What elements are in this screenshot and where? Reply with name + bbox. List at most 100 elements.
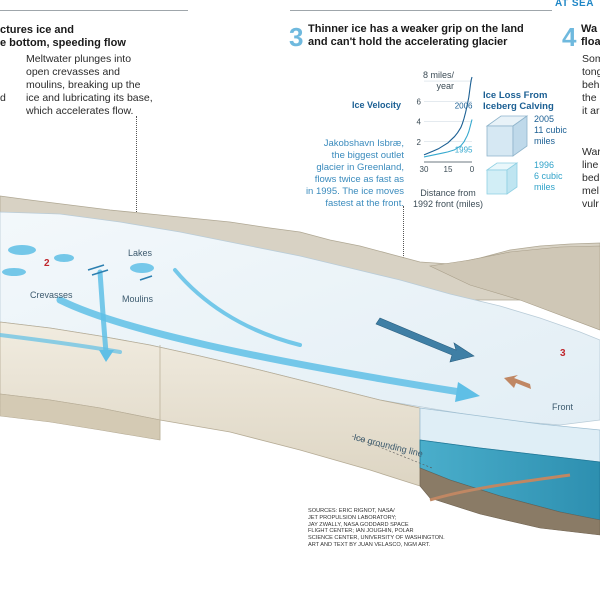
sources-line: Science Center, University of Washington… bbox=[308, 535, 445, 542]
panel4-fragment: War bbox=[582, 146, 600, 158]
velocity-chart: 2 4 6 30 15 0 2006 1995 bbox=[417, 76, 475, 174]
flow-arrowhead bbox=[455, 382, 480, 402]
chart-x-tick-label: 15 bbox=[444, 165, 453, 174]
panel2-body: Meltwater plunges into open crevasses an… bbox=[26, 53, 186, 118]
flow-arrow bbox=[97, 269, 109, 355]
panel2-headline: ctures ice and e bottom, speeding flow bbox=[0, 24, 200, 50]
lake bbox=[8, 245, 36, 255]
ice-loss-year: 2005 bbox=[534, 114, 555, 124]
flow-arrow bbox=[173, 268, 302, 347]
panel2-cut-fragment: d bbox=[0, 92, 6, 104]
panel3-body-line: fastest at the front. bbox=[325, 198, 404, 209]
panel3-headline-line2: and can't hold the accelerating glacier bbox=[308, 36, 508, 48]
ice-loss-title-line: Iceberg Calving bbox=[483, 101, 554, 112]
panel2-body-line: ice and lubricating its base, bbox=[26, 92, 153, 104]
label-moulins: Moulins bbox=[122, 294, 154, 304]
panel3-body-line: Jakobshavn Isbræ, bbox=[323, 138, 404, 149]
panel2-body-line: Meltwater plunges into bbox=[26, 53, 132, 65]
panel3-body-line: in 1995. The ice moves bbox=[305, 186, 404, 197]
chart-y-tick-label: 6 bbox=[417, 97, 422, 106]
chart-xlabel: Distance from 1992 front (miles) bbox=[408, 188, 488, 210]
marker-three: 3 bbox=[560, 348, 566, 359]
ice-loss-title-line: Ice Loss From bbox=[483, 90, 548, 101]
flow-arrow bbox=[0, 333, 122, 354]
panel4-fragment: vulr bbox=[582, 198, 599, 210]
panel2-body-line: open crevasses and bbox=[26, 66, 120, 78]
panel2-body-line: which accelerates flow. bbox=[26, 105, 134, 117]
panel3-body-line: glacier in Greenland, bbox=[316, 162, 404, 173]
sources-line: Art and text by Juan Velasco, NGM Art. bbox=[308, 541, 431, 548]
surface-meltwater bbox=[2, 245, 154, 276]
ice-flow-arrow bbox=[375, 317, 475, 363]
panel3-number: 3 bbox=[289, 22, 304, 52]
panel4-fragment: mel bbox=[582, 185, 599, 197]
cube-1996 bbox=[485, 162, 519, 195]
mountain-ridge-right bbox=[428, 245, 600, 331]
ice-loss-1996: 1996 6 cubic miles bbox=[534, 160, 563, 193]
chart-ylabel-line: 8 miles/ bbox=[422, 70, 454, 80]
top-rule-right bbox=[290, 10, 552, 11]
leader-line-panel2 bbox=[136, 116, 137, 246]
panel4-headline: Wa floa bbox=[581, 23, 600, 49]
panel4-fragment: line bbox=[582, 159, 599, 171]
sources-line: Flight Center; Ian Joughin, Polar bbox=[308, 528, 414, 535]
meltwater-flow-arrows bbox=[0, 268, 464, 396]
panel3-body-line: the biggest outlet bbox=[331, 150, 404, 161]
sources-line: Jet Propulsion Laboratory; bbox=[308, 514, 397, 521]
panel4-headline-line1: Wa bbox=[581, 23, 598, 35]
crevasse-mark bbox=[91, 269, 109, 276]
panel4-number: 4 bbox=[562, 22, 577, 52]
cube-2005 bbox=[485, 115, 529, 157]
chart-ylabel: 8 miles/ year bbox=[414, 70, 454, 92]
chart-x-tick-label: 0 bbox=[470, 165, 475, 174]
sources-line: Sources: Eric Rignot, NASA/ bbox=[308, 508, 395, 514]
ice-loss-amount: miles bbox=[534, 182, 556, 192]
panel3-headline: Thinner ice has a weaker grip on the lan… bbox=[308, 23, 548, 49]
panel4-fragment: it ar bbox=[582, 105, 600, 117]
crevasse-mark bbox=[139, 275, 153, 281]
panel3-body: Jakobshavn Isbræ, the biggest outlet gla… bbox=[294, 138, 404, 210]
chart-y-tick-label: 4 bbox=[417, 118, 422, 127]
lake bbox=[130, 263, 154, 273]
chart-series-label: 1995 bbox=[455, 146, 473, 155]
chart-y-tick-label: 2 bbox=[417, 138, 422, 147]
chart-ylabel-line: year bbox=[436, 81, 454, 91]
flow-arrow bbox=[56, 296, 464, 396]
velocity-title: Ice Velocity bbox=[352, 100, 402, 110]
sources-credit: Sources: Eric Rignot, NASA/ Jet Propulsi… bbox=[308, 508, 448, 549]
panel4-fragment: bed bbox=[582, 172, 600, 184]
ice-loss-amount: 11 cubic bbox=[534, 125, 567, 135]
panel4-fragments: Som tong behi the it ar bbox=[582, 53, 600, 118]
panel2-body-line: moulins, breaking up the bbox=[26, 79, 141, 91]
bedrock-wedge bbox=[419, 467, 600, 536]
label-crevasses: Crevasses bbox=[30, 290, 73, 300]
ice-loss-year: 1996 bbox=[534, 160, 555, 170]
panel2-headline-line2: e bottom, speeding flow bbox=[0, 37, 126, 49]
sources-line: Jay Zwally, NASA Goddard Space bbox=[308, 521, 409, 528]
panel3-headline-line1: Thinner ice has a weaker grip on the lan… bbox=[308, 23, 524, 35]
chart-xlabel-line: Distance from bbox=[420, 188, 476, 198]
ice-loss-cubes bbox=[485, 115, 529, 195]
section-tag: AT SEA bbox=[555, 0, 594, 9]
panel4-fragments-2: War line bed mel vulr bbox=[582, 146, 600, 211]
label-front: Front bbox=[552, 402, 574, 412]
chart-x-tick-label: 30 bbox=[420, 165, 429, 174]
lake bbox=[54, 254, 74, 262]
top-rule-left bbox=[0, 10, 188, 11]
panel2-headline-line1: ctures ice and bbox=[0, 24, 74, 36]
ice-loss-title: Ice Loss From Iceberg Calving bbox=[483, 90, 554, 112]
panel4-fragment: behi bbox=[582, 79, 600, 91]
crevasses bbox=[87, 264, 153, 281]
panel3-body-line: flows twice as fast as bbox=[314, 174, 404, 185]
flow-arrowhead bbox=[99, 350, 114, 362]
chart-series-line-2006 bbox=[423, 76, 473, 156]
chart-series-label: 2006 bbox=[455, 101, 473, 110]
lake bbox=[2, 268, 26, 276]
warm-water-arrow bbox=[429, 473, 571, 502]
panel4-fragment: Som bbox=[582, 53, 600, 65]
chart-xlabel-line: 1992 front (miles) bbox=[412, 199, 484, 209]
ice-loss-amount: 6 cubic bbox=[534, 171, 563, 181]
ice-loss-2005: 2005 11 cubic miles bbox=[534, 114, 567, 147]
chart-series-line-1995 bbox=[423, 119, 473, 158]
